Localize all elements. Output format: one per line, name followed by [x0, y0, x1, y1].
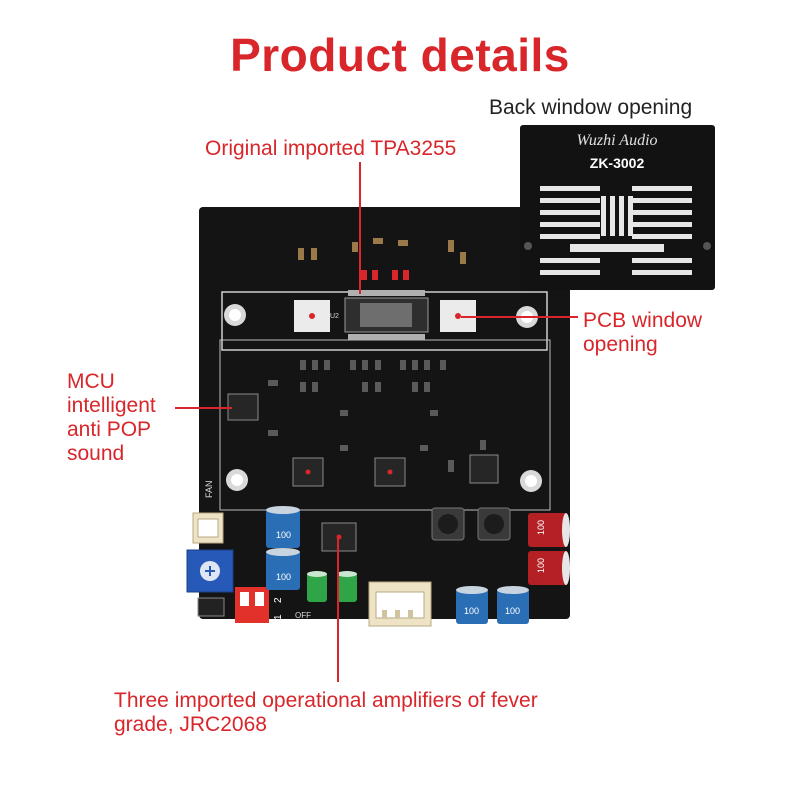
back-window-plate: [520, 125, 715, 290]
resistor-array: [268, 360, 486, 472]
svg-text:100: 100: [536, 520, 546, 535]
tpa3255-heatpad: [360, 303, 412, 327]
terminal-block: [197, 597, 225, 617]
red-capacitor-bottom: 100: [528, 551, 570, 585]
fan-label: FAN: [204, 480, 214, 498]
green-capacitors: [307, 571, 357, 602]
blue-capacitor-left-bottom: 100: [266, 548, 300, 590]
svg-text:100: 100: [505, 606, 520, 616]
red-capacitor-top: 100: [528, 513, 570, 547]
tpa3255-callout: Original imported TPA3255: [205, 137, 457, 160]
blue-capacitor-bottom-2: 100: [497, 586, 529, 624]
tpa3255-pins: [348, 290, 425, 340]
volume-potentiometer: [186, 549, 234, 593]
mcu-chip: [227, 393, 259, 421]
dip-switch-label-1: 1: [273, 614, 284, 620]
small-red-capacitors: [361, 270, 409, 280]
svg-text:100: 100: [536, 558, 546, 573]
svg-text:100: 100: [276, 530, 291, 540]
svg-text:100: 100: [276, 572, 291, 582]
off-label: OFF: [295, 611, 311, 620]
chip-u2-label: U2: [330, 313, 339, 320]
svg-text:100: 100: [464, 606, 479, 616]
blue-capacitor-bottom-1: 100: [456, 586, 488, 624]
dip-switch-label-2: 2: [273, 597, 284, 603]
regulator-chip: [469, 454, 499, 484]
back-window-callout: Back window opening: [489, 96, 693, 119]
mcu-callout: MCU intelligent anti POP sound: [67, 370, 156, 465]
back-plate-vent-slots: [540, 186, 692, 275]
callout-leader-lines: [175, 162, 578, 682]
blue-capacitor-left-top: 100: [266, 506, 300, 548]
opamp-callout: Three imported operational amplifiers of…: [114, 689, 538, 736]
back-plate-brand: Wuzhi Audio: [576, 132, 657, 149]
page-title: Product details: [230, 29, 570, 81]
pcb-window-callout: PCB window opening: [583, 309, 703, 356]
back-plate-model: ZK-3002: [590, 155, 645, 171]
small-smd-parts: [298, 238, 466, 264]
